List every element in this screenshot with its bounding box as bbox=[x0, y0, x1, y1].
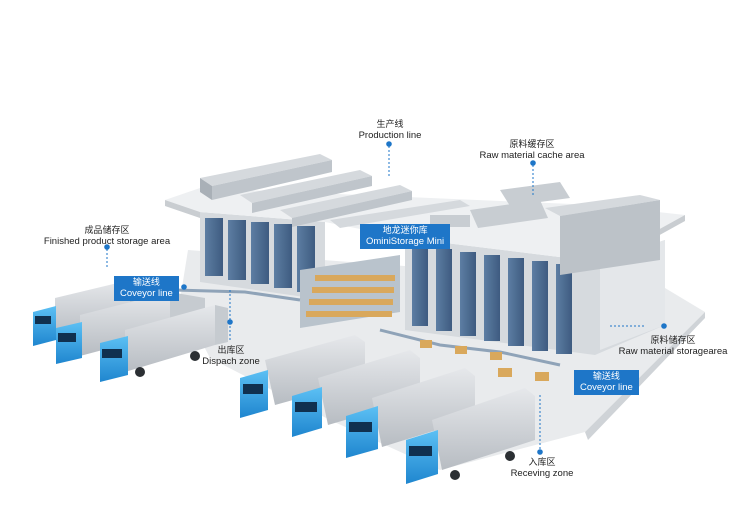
label-dispatch-zone-en: Dispach zone bbox=[202, 356, 260, 367]
tag-conveyor-left-cn: 输送线 bbox=[132, 277, 160, 287]
tag-conveyor-left-en: Coveyor line bbox=[120, 288, 173, 299]
conveyors bbox=[174, 288, 561, 381]
label-raw-storage-en: Raw material storagearea bbox=[618, 346, 728, 357]
dispatch-trucks bbox=[33, 280, 228, 382]
tag-omnistorage-mini: 地龙迷你库 OminiStorage Mini bbox=[360, 224, 451, 249]
label-production-line-cn: 生产线 bbox=[376, 119, 404, 129]
tag-omnistorage-mini-cn: 地龙迷你库 bbox=[382, 225, 428, 235]
tag-conveyor-right-en: Coveyor line bbox=[580, 382, 633, 393]
label-finished-storage: 成品储存区 Finished product storage area bbox=[36, 224, 178, 248]
label-raw-cache-en: Raw material cache area bbox=[479, 150, 585, 161]
upper-floor-edge bbox=[165, 200, 200, 218]
production-machines bbox=[200, 154, 660, 275]
label-production-line: 生产线 Production line bbox=[345, 118, 435, 142]
label-dispatch-zone: 出库区 Dispach zone bbox=[196, 344, 266, 368]
label-finished-storage-en: Finished product storage area bbox=[43, 236, 171, 247]
right-racks bbox=[412, 240, 665, 354]
tag-conveyor-right: 输送线 Coveyor line bbox=[574, 370, 639, 395]
label-raw-cache: 原料缓存区 Raw material cache area bbox=[470, 138, 594, 162]
tag-conveyor-left: 输送线 Coveyor line bbox=[114, 276, 179, 301]
tag-conveyor-right-cn: 输送线 bbox=[592, 371, 620, 381]
tag-omnistorage-mini-en: OminiStorage Mini bbox=[366, 236, 445, 247]
label-raw-cache-cn: 原料缓存区 bbox=[509, 139, 555, 149]
label-receiving-zone: 入库区 Receving zone bbox=[505, 456, 579, 480]
label-raw-storage-cn: 原料储存区 bbox=[650, 335, 696, 345]
callout-lines bbox=[106, 146, 645, 450]
label-receiving-zone-cn: 入库区 bbox=[528, 457, 556, 467]
label-raw-storage: 原料储存区 Raw material storagearea bbox=[604, 334, 742, 358]
label-finished-storage-cn: 成品储存区 bbox=[84, 225, 130, 235]
label-receiving-zone-en: Receving zone bbox=[510, 468, 574, 479]
label-production-line-en: Production line bbox=[358, 130, 422, 141]
ground-slab-edge bbox=[585, 312, 705, 440]
left-racks bbox=[205, 218, 315, 292]
receiving-trucks bbox=[240, 335, 535, 484]
mini-storage-racks bbox=[300, 255, 400, 328]
label-dispatch-zone-cn: 出库区 bbox=[217, 345, 245, 355]
